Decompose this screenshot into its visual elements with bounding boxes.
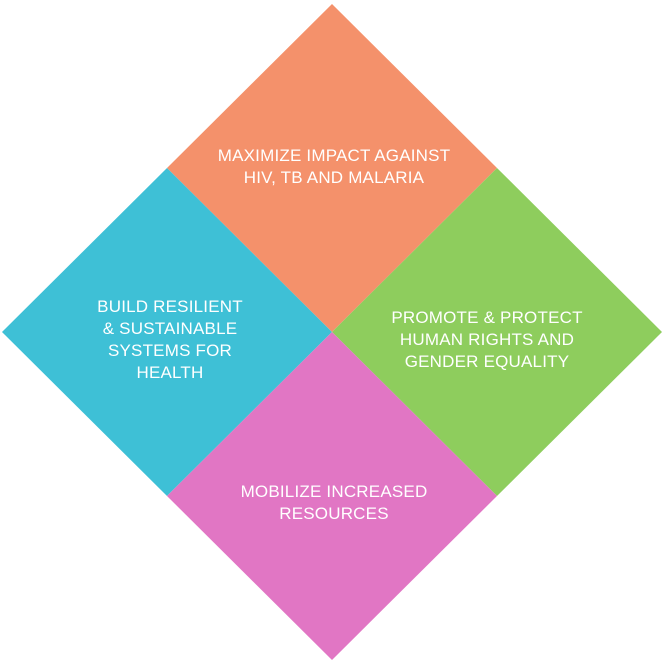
quadrant-left-label: BUILD RESILIENT & SUSTAINABLE SYSTEMS FO… (97, 297, 243, 382)
quadrant-right-label: PROMOTE & PROTECT HUMAN RIGHTS AND GENDE… (391, 308, 583, 371)
quadrant-bottom-label: MOBILIZE INCREASED RESOURCES (240, 482, 428, 523)
quadrant-top-label: MAXIMIZE IMPACT AGAINST HIV, TB AND MALA… (217, 146, 451, 187)
quadrant-bottom (167, 332, 497, 660)
